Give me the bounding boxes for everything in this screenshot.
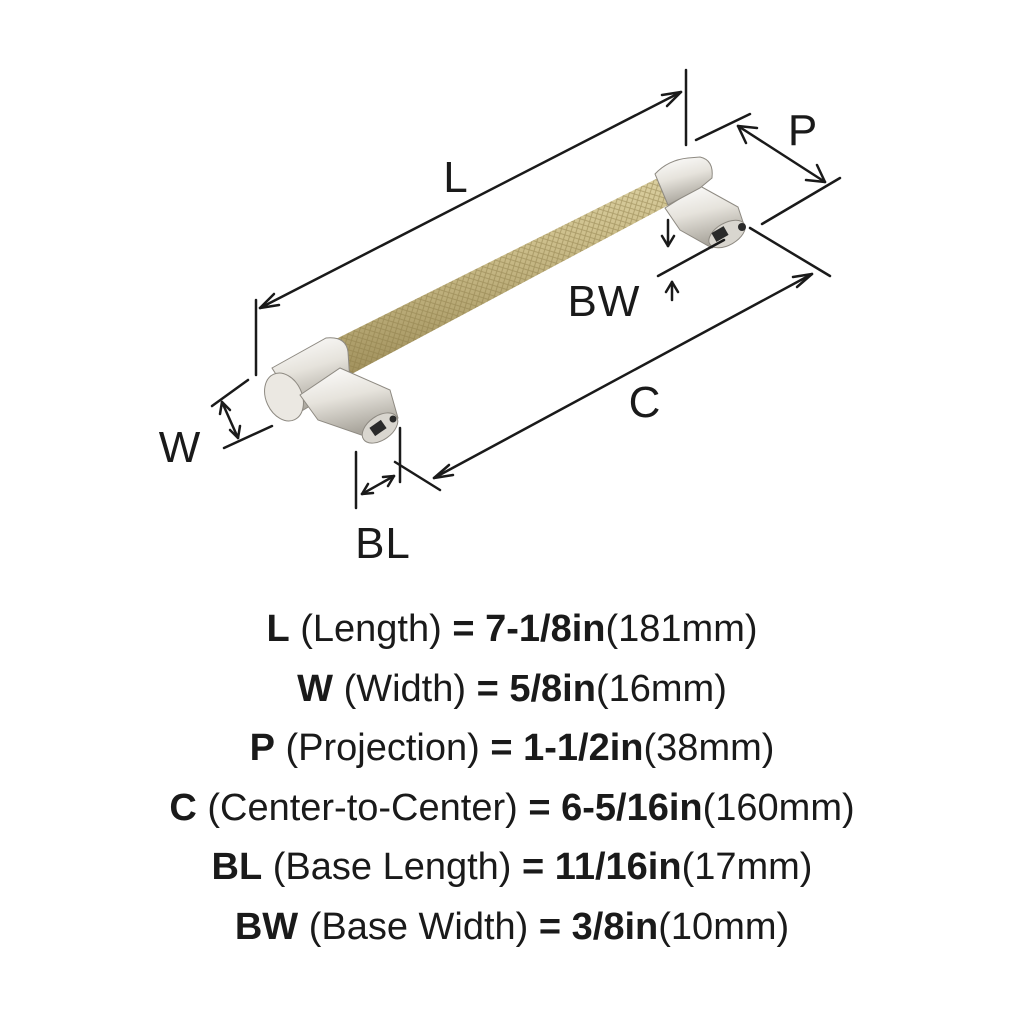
knurled-bar [330, 176, 678, 377]
spec-equals: = [452, 608, 475, 650]
spec-code: W [297, 667, 334, 710]
spec-metric: (160mm) [702, 786, 855, 829]
dimension-lines [210, 68, 842, 510]
spec-name: (Projection) [285, 727, 480, 769]
base-width-label: BW [568, 277, 641, 326]
width-dimension-line [210, 378, 274, 450]
spec-code: P [249, 727, 275, 769]
cabinet-pull-handle [264, 156, 746, 444]
spec-equals: = [490, 727, 513, 769]
dimension-specifications: L (Length) = 7-1/8in(181mm) W (Width) = … [0, 600, 1024, 957]
spec-metric: (17mm) [681, 846, 813, 888]
width-label: W [159, 423, 202, 472]
spec-name: (Center-to-Center) [207, 786, 518, 829]
spec-metric: (16mm) [595, 667, 727, 710]
spec-name: (Base Width) [308, 905, 529, 948]
center-to-center-label: C [629, 378, 662, 427]
spec-row-length: L (Length) = 7-1/8in(181mm) [0, 600, 1024, 660]
spec-equals: = [538, 905, 562, 948]
projection-dimension-line [694, 112, 842, 226]
spec-name: (Width) [343, 667, 467, 710]
spec-imperial: 11/16in [554, 846, 682, 888]
length-label: L [443, 153, 468, 202]
spec-imperial: 6-5/16in [561, 786, 703, 829]
spec-imperial: 1-1/2in [523, 727, 644, 769]
dimension-labels: L P BW C W BL [159, 106, 818, 568]
spec-name: (Length) [300, 608, 442, 650]
length-dimension-line [254, 68, 688, 377]
center-to-center-dimension-line [393, 226, 832, 492]
spec-code: BL [211, 846, 263, 888]
right-post [664, 185, 746, 249]
spec-row-width: W (Width) = 5/8in(16mm) [0, 660, 1024, 720]
spec-imperial: 7-1/8in [485, 608, 606, 650]
spec-equals: = [522, 846, 545, 888]
base-width-dimension-line [656, 218, 726, 302]
spec-row-base-width: BW (Base Width) = 3/8in(10mm) [0, 898, 1024, 958]
spec-equals: = [476, 667, 499, 710]
spec-code: L [266, 608, 290, 650]
spec-row-projection: P (Projection) = 1-1/2in(38mm) [0, 719, 1024, 779]
spec-imperial: 3/8in [571, 905, 659, 948]
spec-name: (Base Length) [272, 846, 512, 888]
spec-code: C [169, 786, 197, 829]
left-post [299, 367, 399, 444]
spec-metric: (10mm) [658, 905, 790, 948]
spec-imperial: 5/8in [509, 667, 596, 710]
spec-equals: = [528, 786, 551, 829]
spec-metric: (38mm) [643, 727, 775, 769]
spec-row-base-length: BL (Base Length) = 11/16in(17mm) [0, 838, 1024, 898]
base-length-dimension-line [354, 426, 402, 510]
spec-metric: (181mm) [605, 608, 758, 650]
spec-code: BW [234, 905, 299, 948]
base-length-label: BL [355, 519, 411, 568]
right-end-cap [654, 156, 713, 206]
projection-label: P [788, 106, 818, 155]
spec-row-center-to-center: C (Center-to-Center) = 6-5/16in(160mm) [0, 779, 1024, 839]
